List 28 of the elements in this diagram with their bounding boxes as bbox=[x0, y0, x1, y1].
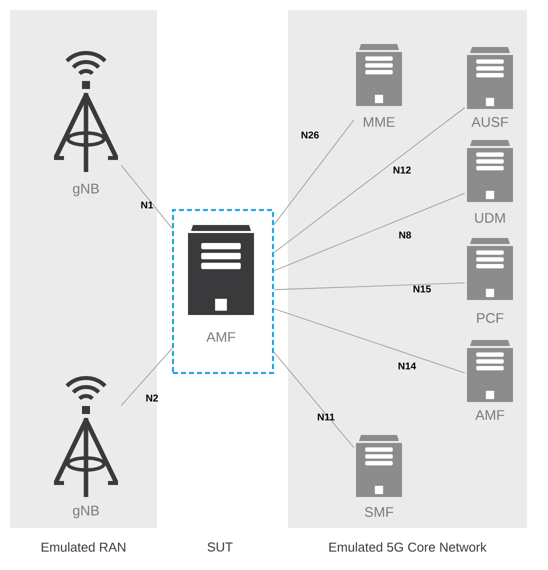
connector-line bbox=[274, 308, 466, 374]
node-label: gNB bbox=[73, 184, 99, 196]
node-label: PCF bbox=[477, 313, 504, 323]
edge-label: N14 bbox=[398, 362, 416, 370]
connector-line bbox=[120, 348, 172, 406]
node-label: AMF bbox=[475, 410, 504, 420]
edge-label: N2 bbox=[146, 394, 158, 402]
edge-label: N1 bbox=[141, 202, 154, 208]
connector-line bbox=[274, 352, 354, 448]
node-label: gNB bbox=[73, 506, 99, 518]
edge-label: N8 bbox=[399, 231, 412, 239]
section-label: Emulated RAN bbox=[42, 542, 126, 552]
node-label: AMF bbox=[206, 332, 236, 342]
edge-label: N12 bbox=[394, 166, 411, 174]
node-label: UDM bbox=[475, 213, 505, 223]
section-label: Emulated 5G Core Network bbox=[329, 542, 487, 552]
connector-line bbox=[274, 120, 354, 226]
connector-line bbox=[274, 192, 466, 272]
section-label: SUT bbox=[208, 542, 233, 552]
edge-label: N26 bbox=[302, 131, 319, 139]
connector-line bbox=[120, 164, 172, 229]
edge-label: N11 bbox=[318, 414, 335, 420]
edge-label: N15 bbox=[414, 286, 431, 292]
connector-line bbox=[274, 107, 466, 254]
connector-line bbox=[274, 282, 466, 290]
node-label: SMF bbox=[364, 507, 394, 517]
node-label: AUSF bbox=[471, 117, 508, 127]
node-label: MME bbox=[364, 117, 395, 127]
